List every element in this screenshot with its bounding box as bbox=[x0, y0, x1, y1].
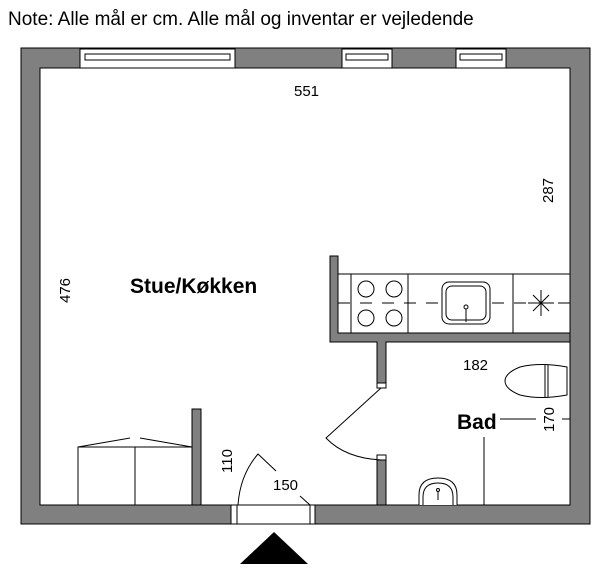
toilet-icon bbox=[504, 364, 568, 398]
entrance-arrow-icon bbox=[240, 532, 308, 564]
entrance-door bbox=[230, 453, 316, 525]
wardrobe bbox=[77, 437, 193, 506]
washbasin-icon bbox=[418, 477, 458, 505]
plan-note: Note: Alle mål er cm. Alle mål og invent… bbox=[8, 9, 474, 30]
bathroom-door bbox=[325, 387, 382, 461]
window bbox=[455, 48, 507, 69]
dimension-bath-height: 170 bbox=[541, 407, 558, 432]
window bbox=[341, 48, 393, 69]
dimension-entry-width: 150 bbox=[273, 477, 298, 494]
sink-icon bbox=[441, 281, 491, 325]
dimension-bath-width: 182 bbox=[463, 357, 488, 374]
window bbox=[79, 48, 236, 69]
dimension-width: 551 bbox=[294, 83, 319, 100]
kitchen-counter bbox=[337, 273, 571, 334]
dimension-right: 287 bbox=[540, 178, 557, 203]
room-label-living-kitchen: Stue/Køkken bbox=[130, 275, 257, 298]
dimension-door-height: 110 bbox=[219, 449, 236, 473]
dimension-height: 476 bbox=[57, 278, 74, 303]
windows bbox=[79, 48, 507, 69]
fridge-icon bbox=[528, 290, 554, 316]
hob-icon bbox=[357, 280, 403, 327]
room-label-bathroom: Bad bbox=[457, 411, 497, 434]
